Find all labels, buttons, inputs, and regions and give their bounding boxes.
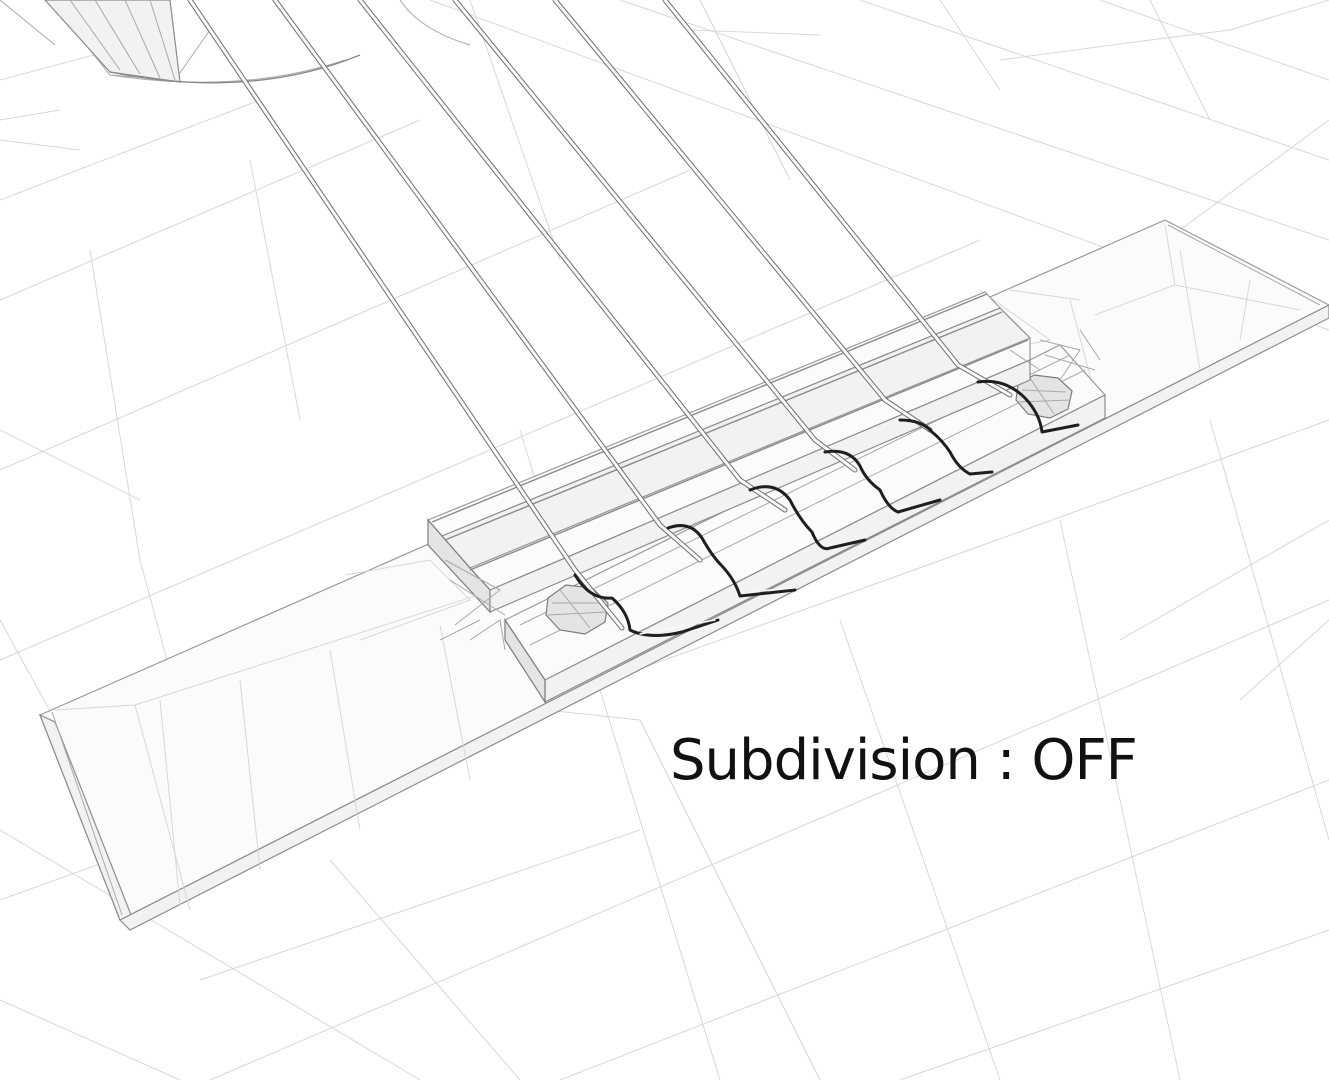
subdivision-status-label: Subdivision : OFF <box>670 728 1138 793</box>
string-holes <box>545 374 1073 635</box>
guitar-strings <box>187 0 1013 631</box>
string-tie-knots <box>573 379 1080 637</box>
hole-mesh-detail <box>439 329 1101 651</box>
subdivision-label-text: Subdivision <box>670 728 981 793</box>
subdivision-value: OFF <box>1031 728 1137 793</box>
subdivision-separator: : <box>979 728 1032 793</box>
